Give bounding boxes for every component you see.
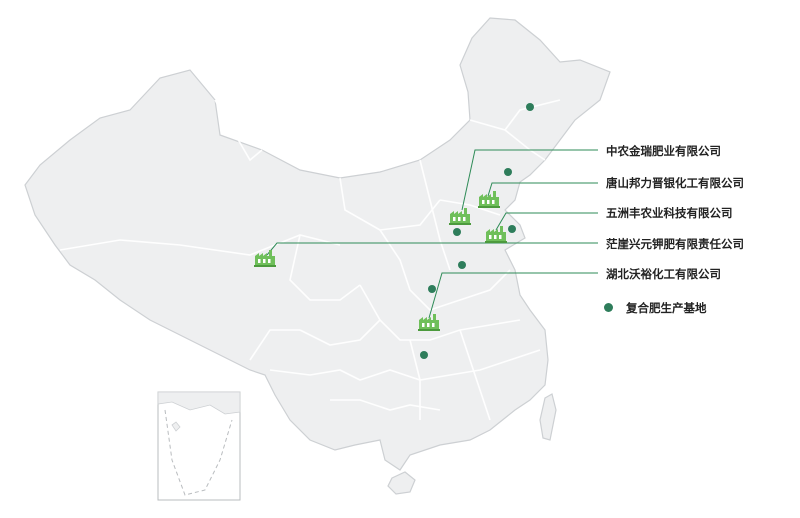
base-dot-icon xyxy=(508,225,516,233)
company-label-0: 中农金瑞肥业有限公司 xyxy=(606,144,721,158)
company-label-2: 五洲丰农业科技有限公司 xyxy=(606,206,733,220)
hainan-island xyxy=(387,471,416,495)
factory-icons xyxy=(254,191,507,331)
base-dot-icon xyxy=(453,228,461,236)
factory-icon xyxy=(418,314,440,331)
company-label-3: 茫崖兴元钾肥有限责任公司 xyxy=(606,237,744,251)
base-dot-icon xyxy=(504,168,512,176)
base-dot-icon xyxy=(420,351,428,359)
taiwan-island xyxy=(539,393,557,441)
factory-icon xyxy=(485,226,507,243)
south-china-sea-inset xyxy=(157,391,241,501)
base-dots xyxy=(420,103,534,359)
company-label-4: 湖北沃裕化工有限公司 xyxy=(606,267,721,281)
factory-icon xyxy=(449,208,471,225)
factory-icon xyxy=(254,250,276,267)
company-label-1: 唐山邦力晋银化工有限公司 xyxy=(606,176,744,190)
base-dot-icon xyxy=(526,103,534,111)
legend-base-label: 复合肥生产基地 xyxy=(626,301,707,315)
legend-dot-icon xyxy=(604,303,613,312)
china-mainland xyxy=(24,17,611,471)
factory-icon xyxy=(478,191,500,208)
base-dot-icon xyxy=(458,261,466,269)
base-dot-icon xyxy=(428,285,436,293)
province-boundaries xyxy=(59,99,561,421)
